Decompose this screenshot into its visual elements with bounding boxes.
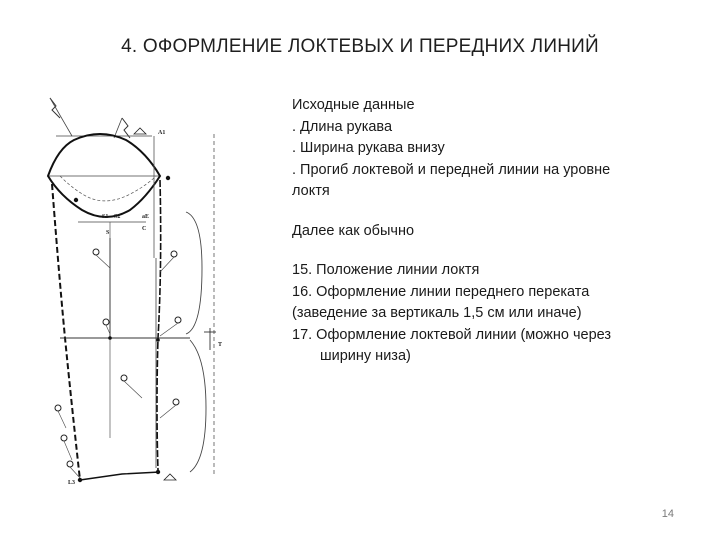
initial-data-heading: Исходные данные [292, 97, 415, 113]
step-marker-6 [172, 398, 180, 406]
initial-item-1: . Длина рукава [292, 118, 393, 135]
point-dot-1 [73, 197, 79, 203]
front-sleeve-line [51, 183, 81, 481]
leader-5 [123, 380, 143, 399]
point-dot-4 [155, 469, 161, 475]
step-16: 16. Оформление линии переднего переката [292, 283, 590, 300]
slide-title: 4. ОФОРМЛЕНИЕ ЛОКТЕВЫХ И ПЕРЕДНИХ ЛИНИЙ [121, 36, 599, 57]
label-a1: A1 [158, 130, 165, 136]
leader-9 [69, 466, 81, 479]
label-c: C [142, 226, 146, 232]
label-ae: aE [142, 214, 149, 220]
leader-2 [159, 256, 175, 273]
step-marker-7 [54, 404, 62, 412]
step-17: 17. Оформление локтевой линии (можно чер… [292, 326, 612, 343]
leader-3 [105, 324, 111, 335]
step-marker-2 [170, 250, 178, 258]
leader-6 [159, 404, 177, 419]
step-15: 15. Положение линии локтя [292, 262, 480, 278]
step-marker-8 [60, 434, 68, 442]
label-s: S [106, 230, 110, 236]
cap-inner-curve [59, 175, 157, 202]
hatch-mark-right [121, 117, 131, 139]
step-17-continuation: ширину низа) [320, 348, 411, 364]
step-marker-4 [174, 316, 182, 324]
hatch-mark-left [49, 97, 61, 119]
leader-1 [95, 254, 111, 269]
leader-4 [159, 322, 179, 337]
step-16-note: (заведение за вертикаль 1,5 см или иначе… [292, 305, 582, 321]
point-dot-2 [165, 175, 171, 181]
initial-item-3: . Прогиб локтевой и передней линии на ур… [292, 161, 611, 178]
step-marker-9 [66, 460, 74, 468]
initial-item-2: . Ширина рукава внизу [292, 140, 445, 156]
point-dot-5 [108, 336, 112, 340]
right-bracket-bottom [189, 339, 207, 473]
point-dot-3 [77, 477, 83, 483]
sleeve-pattern-svg: A1 S1 S2 S C aE L3 T [46, 97, 222, 486]
triangle-marker-bottom [163, 473, 177, 481]
text-content: Исходные данные . Длина рукава . Ширина … [292, 95, 672, 368]
elbow-sleeve-line [156, 179, 162, 471]
continue-note: Далее как обычно [292, 222, 415, 239]
label-s2: S2 [114, 214, 120, 220]
point-dot-6 [156, 338, 160, 342]
top-slant-line [49, 97, 73, 137]
initial-item-4: локтя [292, 183, 330, 199]
hem-line [79, 471, 161, 481]
label-t: T [218, 342, 222, 348]
sleeve-pattern-drawing: A1 S1 S2 S C aE L3 T [30, 88, 240, 498]
top-slant-line-2 [113, 117, 123, 139]
step-marker-3 [102, 318, 110, 326]
triangle-marker-a1 [133, 127, 147, 135]
leader-7 [57, 410, 67, 429]
page-number: 14 [661, 508, 674, 520]
step-marker-5 [120, 374, 128, 382]
step-marker-1 [92, 248, 100, 256]
leader-8 [63, 440, 73, 461]
label-s1: S1 [102, 214, 108, 220]
label-l3: L3 [68, 480, 75, 486]
sleeve-cap-curve [46, 133, 162, 218]
right-bracket-top [185, 211, 203, 335]
